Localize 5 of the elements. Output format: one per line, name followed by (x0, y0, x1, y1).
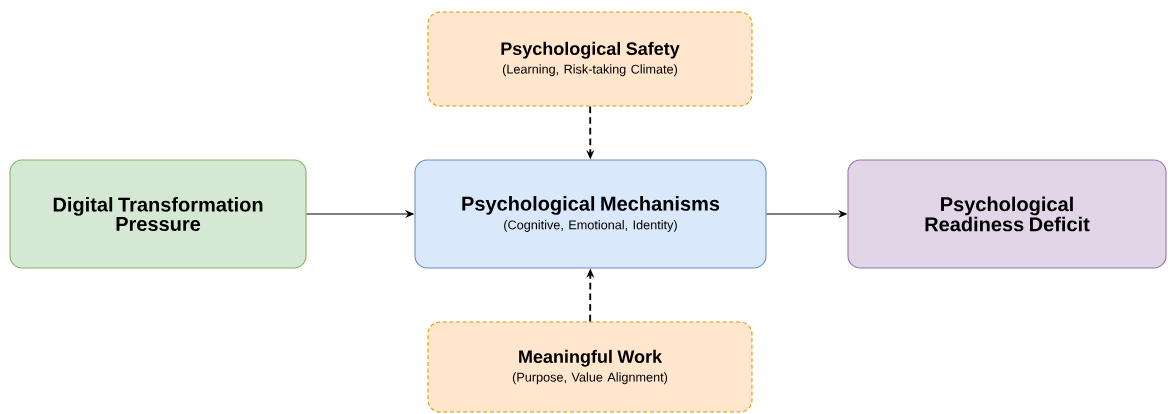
moderator-box: Psychological Safety (Learning, Risk-taking Climate) (427, 11, 753, 107)
moderator-box: Meaningful Work (Purpose, Value Alignment) (427, 321, 753, 413)
process-box: Digital Transformation Pressure (9, 159, 307, 269)
outcome-box: Psychological Readiness Deficit (847, 159, 1167, 269)
process-box: Psychological Mechanisms (Cognitive, Emotional, Identity) (414, 159, 767, 269)
